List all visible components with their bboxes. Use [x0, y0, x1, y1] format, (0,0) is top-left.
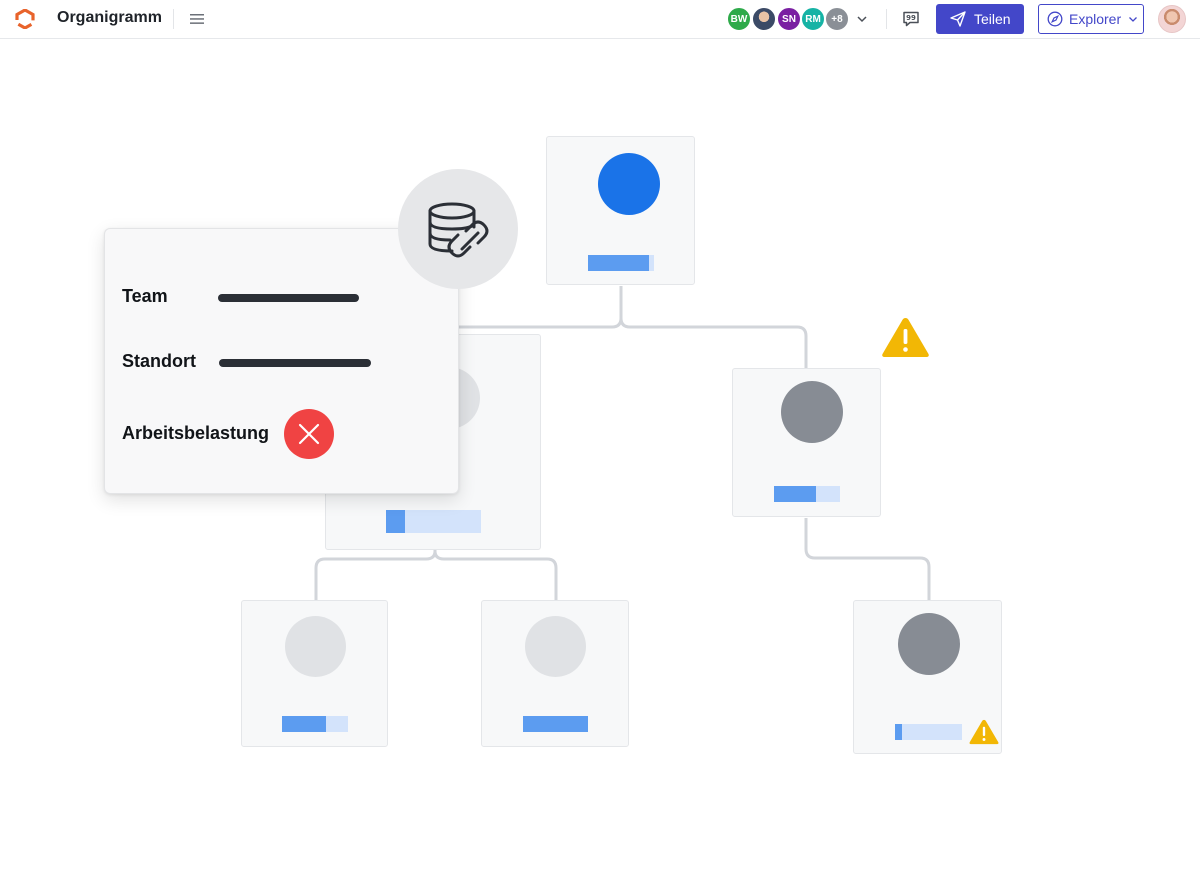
collaborator-avatar-photo[interactable] — [751, 6, 777, 32]
avatar — [598, 153, 660, 215]
app-title: Organigramm — [57, 9, 162, 26]
app-logo-icon[interactable] — [15, 9, 35, 29]
avatar — [898, 613, 960, 675]
send-icon — [950, 11, 966, 27]
warning-icon[interactable] — [968, 718, 1000, 746]
database-link-icon — [428, 202, 489, 258]
share-button[interactable]: Teilen — [936, 4, 1024, 34]
field-label-workload: Arbeitsbelastung — [122, 423, 270, 443]
avatar — [525, 616, 586, 677]
progress-bar — [895, 724, 962, 740]
field-label-location: Standort — [122, 351, 196, 371]
progress-bar — [386, 510, 481, 533]
progress-bar — [588, 255, 654, 271]
org-node-child[interactable] — [853, 600, 1002, 754]
compass-icon — [1047, 11, 1063, 27]
explorer-button[interactable]: Explorer — [1038, 4, 1144, 34]
top-bar: Organigramm BW SN RM +8 99 Teilen Explor… — [0, 0, 1200, 39]
share-button-label: Teilen — [974, 11, 1011, 27]
close-icon — [298, 423, 320, 445]
progress-bar — [774, 486, 840, 502]
avatar — [285, 616, 346, 677]
progress-bar — [523, 716, 588, 732]
user-avatar[interactable] — [1158, 5, 1186, 33]
org-node-root[interactable] — [546, 136, 695, 285]
collaborator-avatar[interactable]: BW — [726, 6, 752, 32]
org-node-child[interactable] — [481, 600, 629, 747]
field-label-team: Team — [122, 286, 168, 306]
employee-detail-popup: Team Standort Arbeitsbelastung — [104, 228, 459, 494]
error-status-badge — [284, 409, 334, 459]
svg-text:99: 99 — [906, 14, 916, 22]
org-node-child[interactable] — [241, 600, 388, 747]
org-node-manager-right[interactable] — [732, 368, 881, 517]
collaborators-chevron-down-icon[interactable] — [856, 13, 868, 25]
warning-icon[interactable] — [880, 315, 931, 360]
divider — [173, 9, 174, 29]
database-link-badge[interactable] — [398, 169, 518, 289]
divider — [886, 9, 887, 29]
explorer-button-label: Explorer — [1069, 11, 1122, 27]
hamburger-menu-icon[interactable] — [189, 11, 205, 27]
chevron-down-icon — [1129, 17, 1138, 22]
progress-bar — [282, 716, 348, 732]
more-collaborators-badge[interactable]: +8 — [824, 6, 850, 32]
comment-icon[interactable]: 99 — [902, 10, 920, 28]
avatar — [781, 381, 843, 443]
field-value-placeholder — [218, 294, 359, 302]
collaborator-avatar[interactable]: SN — [776, 6, 802, 32]
field-value-placeholder — [219, 359, 371, 367]
